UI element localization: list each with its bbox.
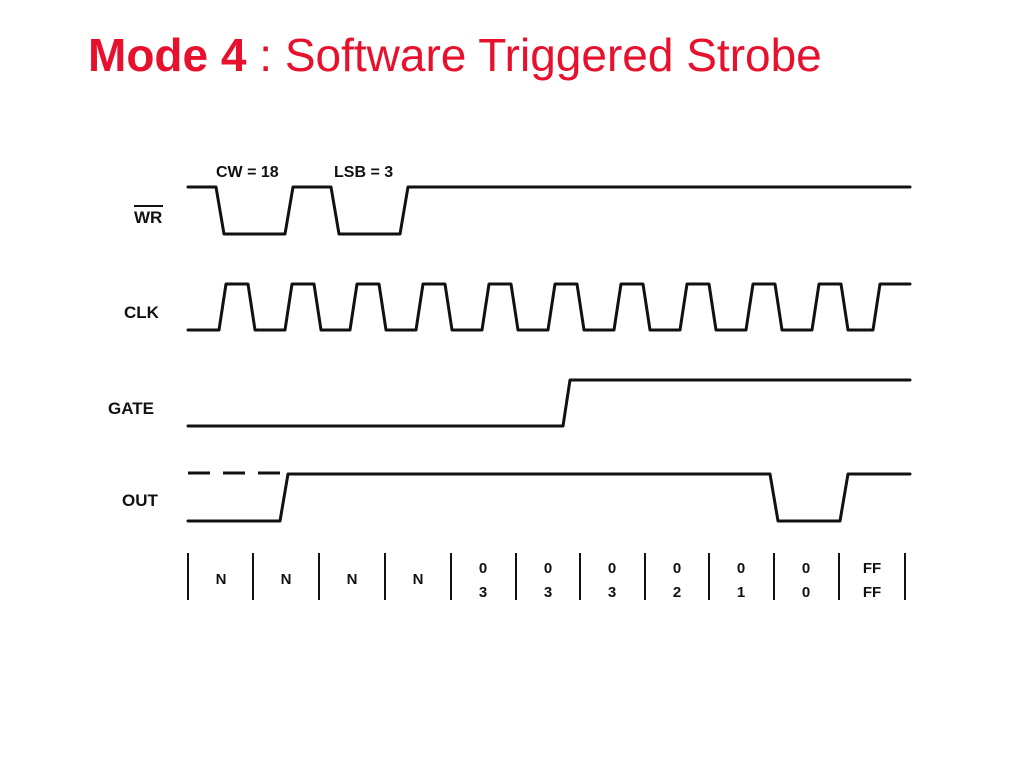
counter-cell-11-msb: FF: [863, 560, 881, 577]
counter-cell-5-msb: 0: [479, 560, 487, 577]
cw-annotation: CW = 18: [216, 164, 279, 181]
counter-cell-7-msb: 0: [608, 560, 616, 577]
title-separator: :: [246, 29, 285, 81]
gate-label: GATE: [108, 399, 154, 418]
counter-cell-9-msb: 0: [737, 560, 745, 577]
title-name: Software Triggered Strobe: [284, 29, 822, 81]
counter-cell-3: N: [347, 571, 358, 588]
lsb-annotation: LSB = 3: [334, 164, 393, 181]
counter-cell-10-lsb: 0: [802, 584, 810, 601]
title-mode: Mode 4: [88, 29, 247, 81]
wr-label: WR: [134, 208, 162, 227]
counter-cell-6-lsb: 3: [544, 584, 552, 601]
counter-cell-2: N: [281, 571, 292, 588]
counter-cell-8-msb: 0: [673, 560, 681, 577]
counter-cell-11-lsb: FF: [863, 584, 881, 601]
counter-cell-5-lsb: 3: [479, 584, 487, 601]
clk-waveform: [186, 282, 912, 332]
out-waveform: [186, 472, 912, 523]
counter-cell-9-lsb: 1: [737, 584, 745, 601]
counter-cell-10-msb: 0: [802, 560, 810, 577]
counter-cell-4: N: [413, 571, 424, 588]
counter-cell-7-lsb: 3: [608, 584, 616, 601]
counter-cell-8-lsb: 2: [673, 584, 681, 601]
page-title: Mode 4 : Software Triggered Strobe: [88, 28, 822, 82]
gate-waveform: [186, 378, 912, 428]
counter-cell-1: N: [216, 571, 227, 588]
counter-row: N N N N 0 3 0 3 0 3 0 2 0 1 0 0 FF FF: [187, 553, 906, 601]
counter-cell-6-msb: 0: [544, 560, 552, 577]
out-label: OUT: [122, 491, 159, 510]
clk-label: CLK: [124, 303, 160, 322]
wr-waveform: [186, 185, 912, 236]
